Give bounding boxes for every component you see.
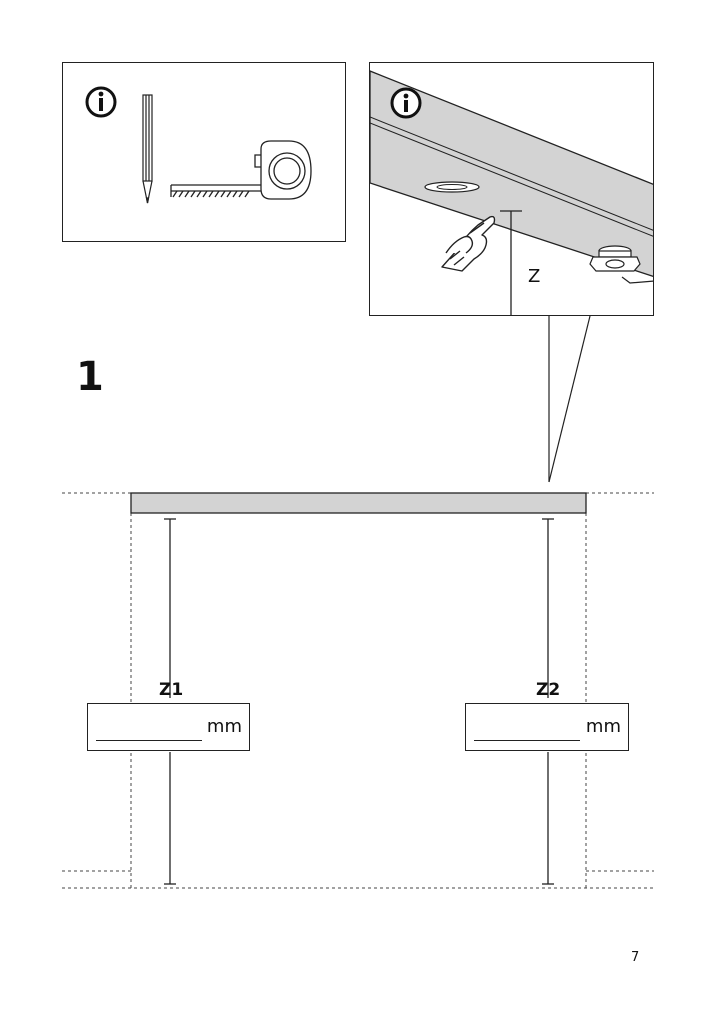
z1-value-blank[interactable]	[96, 740, 202, 741]
tape-measure-icon	[170, 140, 312, 200]
z2-label: Z2	[536, 680, 561, 700]
countertop-board	[130, 492, 587, 514]
info-panel-detail: Z	[369, 62, 654, 316]
info-icon	[85, 86, 117, 118]
z2-dimension-line	[542, 518, 554, 885]
z1-unit: mm	[206, 716, 242, 737]
info-panel-tools	[62, 62, 346, 242]
guide-lines	[62, 492, 654, 889]
pencil-icon	[142, 94, 153, 204]
z1-measurement-field[interactable]: mm	[87, 703, 250, 751]
z1-dimension-line	[164, 518, 176, 885]
z2-measurement-field[interactable]: mm	[465, 703, 629, 751]
tools-illustration	[85, 86, 312, 204]
hand-pointing-icon	[441, 215, 496, 272]
step-number: 1	[76, 354, 104, 400]
leveling-foot-nut	[589, 245, 641, 272]
page-number: 7	[631, 950, 640, 965]
detail-z-label: Z	[528, 266, 541, 287]
z2-unit: mm	[585, 716, 621, 737]
info-icon	[390, 87, 422, 119]
detail-illustration	[370, 70, 653, 315]
callout-pointer	[548, 315, 591, 483]
countersunk-hole	[424, 181, 480, 193]
z2-value-blank[interactable]	[474, 740, 580, 741]
z-dimension	[500, 210, 522, 315]
z1-label: Z1	[159, 680, 184, 700]
